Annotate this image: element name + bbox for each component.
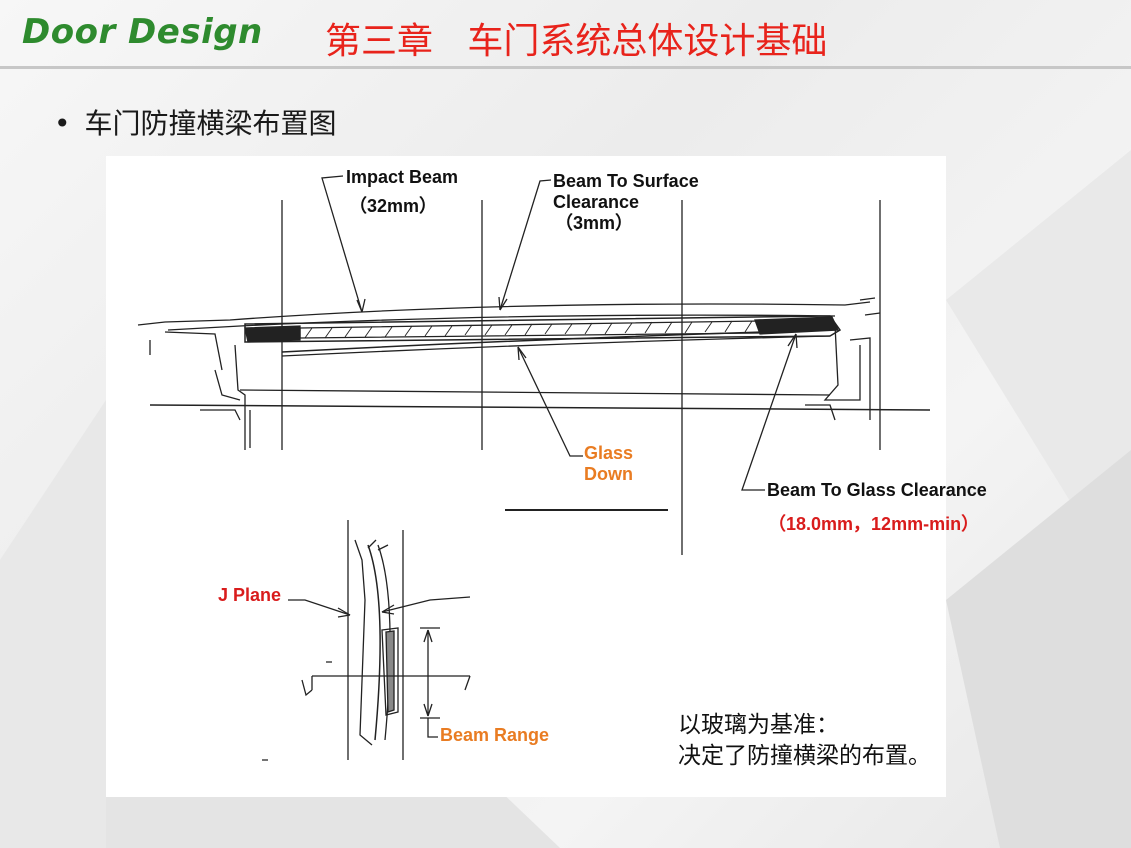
bullet-dot: • [54,107,71,140]
page-title: 第三章 车门系统总体设计基础 [325,21,828,62]
note-line-2: 决定了防撞横梁的布置。 [678,743,931,769]
label-beam-range: Beam Range [440,725,550,745]
bullet-item: • 车门防撞横梁布置图 [54,102,337,142]
note-text: 以玻璃为基准： 决定了防撞横梁的布置。 [678,710,931,772]
label-impact-beam: Impact Beam [346,167,459,187]
label-beam-surface-1: Beam To Surface [553,171,699,191]
label-impact-beam-size: （32mm） [349,196,438,216]
label-beam-glass: Beam To Glass Clearance [767,480,987,500]
note-line-1: 以玻璃为基准： [678,712,839,738]
label-beam-glass-value: （18.0mm，12mm-min） [768,514,980,534]
diagram-panel [106,156,946,797]
label-beam-surface-value: （3mm） [555,213,634,233]
label-beam-surface-2: Clearance [553,192,640,212]
label-glass-1: Glass [584,443,634,463]
label-glass-2: Down [584,464,633,484]
bullet-text: 车门防撞横梁布置图 [84,107,337,140]
header-divider [0,66,1131,69]
logo: Door Design [22,12,263,52]
label-j-plane: J Plane [218,585,282,605]
